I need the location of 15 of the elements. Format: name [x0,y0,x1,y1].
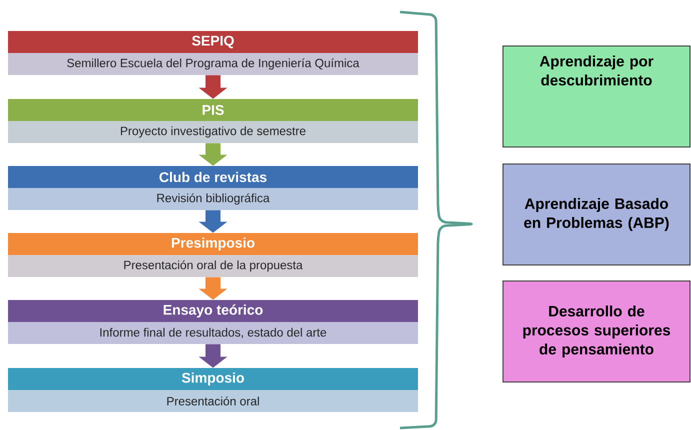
stage-box: Presimposio Presentación oral de la propuesta [8,233,418,277]
node-label: Presentación oral de la propuesta [124,260,303,272]
stage-box: Club de revistas Revisión bibliográfica [8,166,418,210]
concept-box: Aprendizaje por descubrimiento [502,46,690,148]
stage-box: Simposio Presentación oral [8,368,418,412]
node-label: Club de revistas [160,172,266,182]
concept-box: Aprendizaje Basado en Problemas (ABP) [502,163,690,266]
node-label: Semillero Escuela del Programa de Ingeniería Química [67,58,360,70]
stage-box: SEPIQ Semillero Escuela del Programa de Ingeniería Química [8,31,418,75]
stage-box: PIS Proyecto investigativo de semestre [8,99,418,143]
node-label: Presentación oral [167,396,259,406]
concept-box: Desarrollo de procesos superiores de pensamiento [502,280,690,382]
node-label: Informe final de resultados, estado del arte [100,328,326,338]
node-label: Proyecto investigativo de semestre [120,126,306,138]
stage-box: Ensayo teórico Informe final de resultados, estado del arte [8,300,418,344]
